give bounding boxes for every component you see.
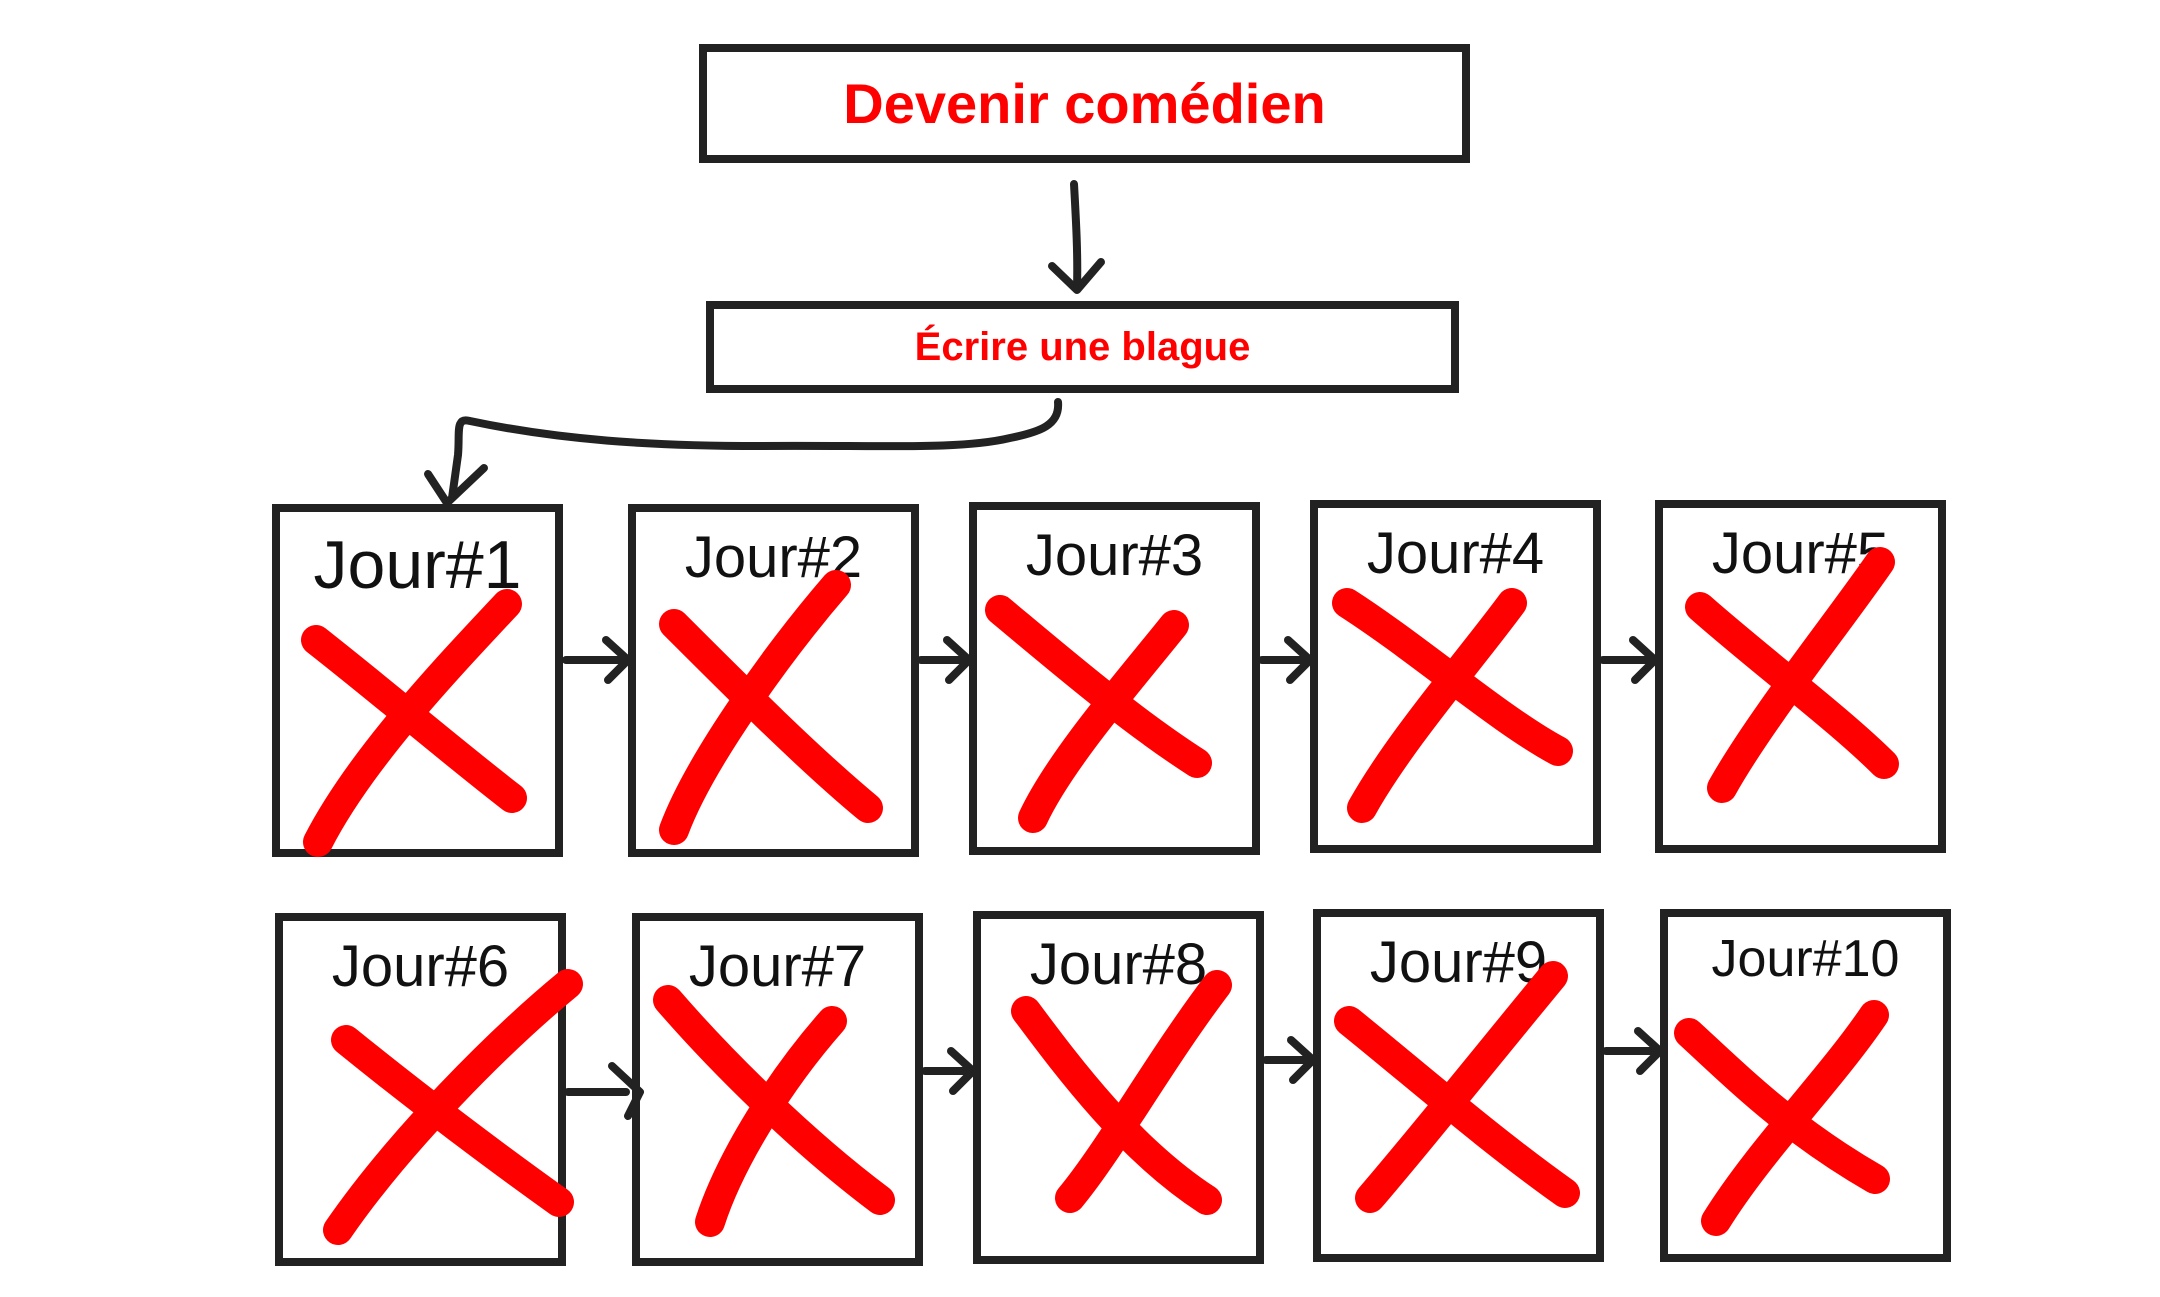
day-box-8: Jour#8 xyxy=(973,911,1264,1264)
day-box-9: Jour#9 xyxy=(1313,909,1604,1262)
arrowhead-day7-to-day8 xyxy=(947,1047,977,1095)
day-label: Jour#9 xyxy=(1369,930,1548,995)
day-label: Jour#2 xyxy=(684,525,863,590)
arrowhead-goal-to-task xyxy=(1048,258,1105,294)
arrowhead-task-to-day1 xyxy=(424,464,488,507)
day-label: Jour#6 xyxy=(331,934,510,999)
day-box-2: Jour#2 xyxy=(628,504,919,857)
day-box-4: Jour#4 xyxy=(1310,500,1601,853)
day-label: Jour#4 xyxy=(1366,521,1545,586)
arrowhead-day4-to-day5 xyxy=(1629,636,1659,684)
day-label: Jour#10 xyxy=(1711,930,1900,988)
day-box-6: Jour#6 xyxy=(275,913,566,1266)
day-label: Jour#5 xyxy=(1711,521,1890,586)
day-label: Jour#8 xyxy=(1029,932,1208,997)
task-box: Écrire une blague xyxy=(706,301,1459,393)
arrowhead-day3-to-day4 xyxy=(1284,636,1314,684)
day-label: Jour#1 xyxy=(313,527,522,603)
day-box-10: Jour#10 xyxy=(1660,909,1951,1262)
task-label: Écrire une blague xyxy=(914,324,1251,369)
arrow-goal-to-task xyxy=(1070,180,1082,292)
arrowhead-day2-to-day3 xyxy=(943,636,973,684)
goal-box: Devenir comédien xyxy=(699,44,1470,163)
day-box-7: Jour#7 xyxy=(632,913,923,1266)
arrowhead-day9-to-day10 xyxy=(1634,1027,1664,1075)
day-label: Jour#7 xyxy=(688,934,867,999)
goal-label: Devenir comédien xyxy=(843,72,1326,135)
day-box-3: Jour#3 xyxy=(969,502,1260,855)
day-box-5: Jour#5 xyxy=(1655,500,1946,853)
arrowhead-day8-to-day9 xyxy=(1287,1036,1317,1084)
day-label: Jour#3 xyxy=(1025,523,1204,588)
day-box-1: Jour#1 xyxy=(272,504,563,857)
arrow-task-to-day1 xyxy=(448,398,1063,502)
arrowhead-day1-to-day2 xyxy=(602,636,632,684)
